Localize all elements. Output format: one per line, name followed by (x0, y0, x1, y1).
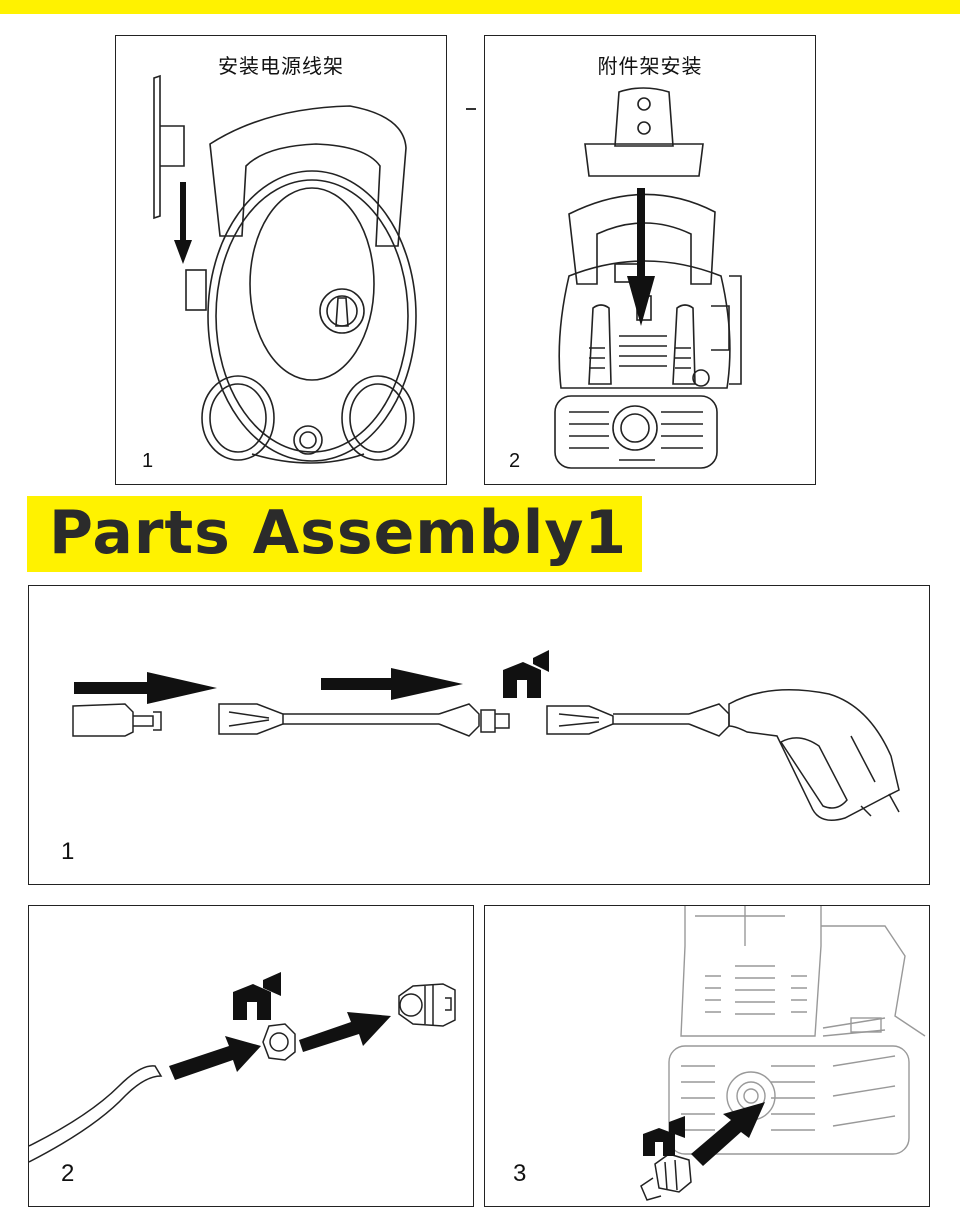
outlet-connection-illustration (640, 906, 926, 1201)
step-number: 2 (61, 1160, 75, 1187)
gun-hose-illustration (72, 650, 900, 821)
panel-install-cord-holder: 安装电源线架 (115, 35, 447, 485)
washer-rear-illustration (554, 87, 742, 469)
step-number: 3 (513, 1160, 527, 1187)
panel-title: 附件架安装 (597, 54, 703, 78)
separator-mark (466, 108, 476, 110)
panel-accessory-holder: 附件架安装 (484, 35, 816, 485)
panel-hose-connector: 2 (28, 905, 474, 1207)
panel-outlet-connector: 3 (484, 905, 930, 1207)
step-number: 1 (61, 838, 75, 865)
top-yellow-bar (0, 0, 960, 14)
section-banner: Parts Assembly1 (27, 496, 642, 572)
washer-front-illustration (153, 74, 417, 464)
section-title: Parts Assembly1 (49, 498, 628, 568)
panel-gun-assembly: 1 (28, 585, 930, 885)
step-number: 1 (142, 450, 154, 472)
panel-title: 安装电源线架 (218, 54, 344, 78)
step-number: 2 (509, 450, 521, 472)
hose-connector-illustration (29, 972, 456, 1163)
